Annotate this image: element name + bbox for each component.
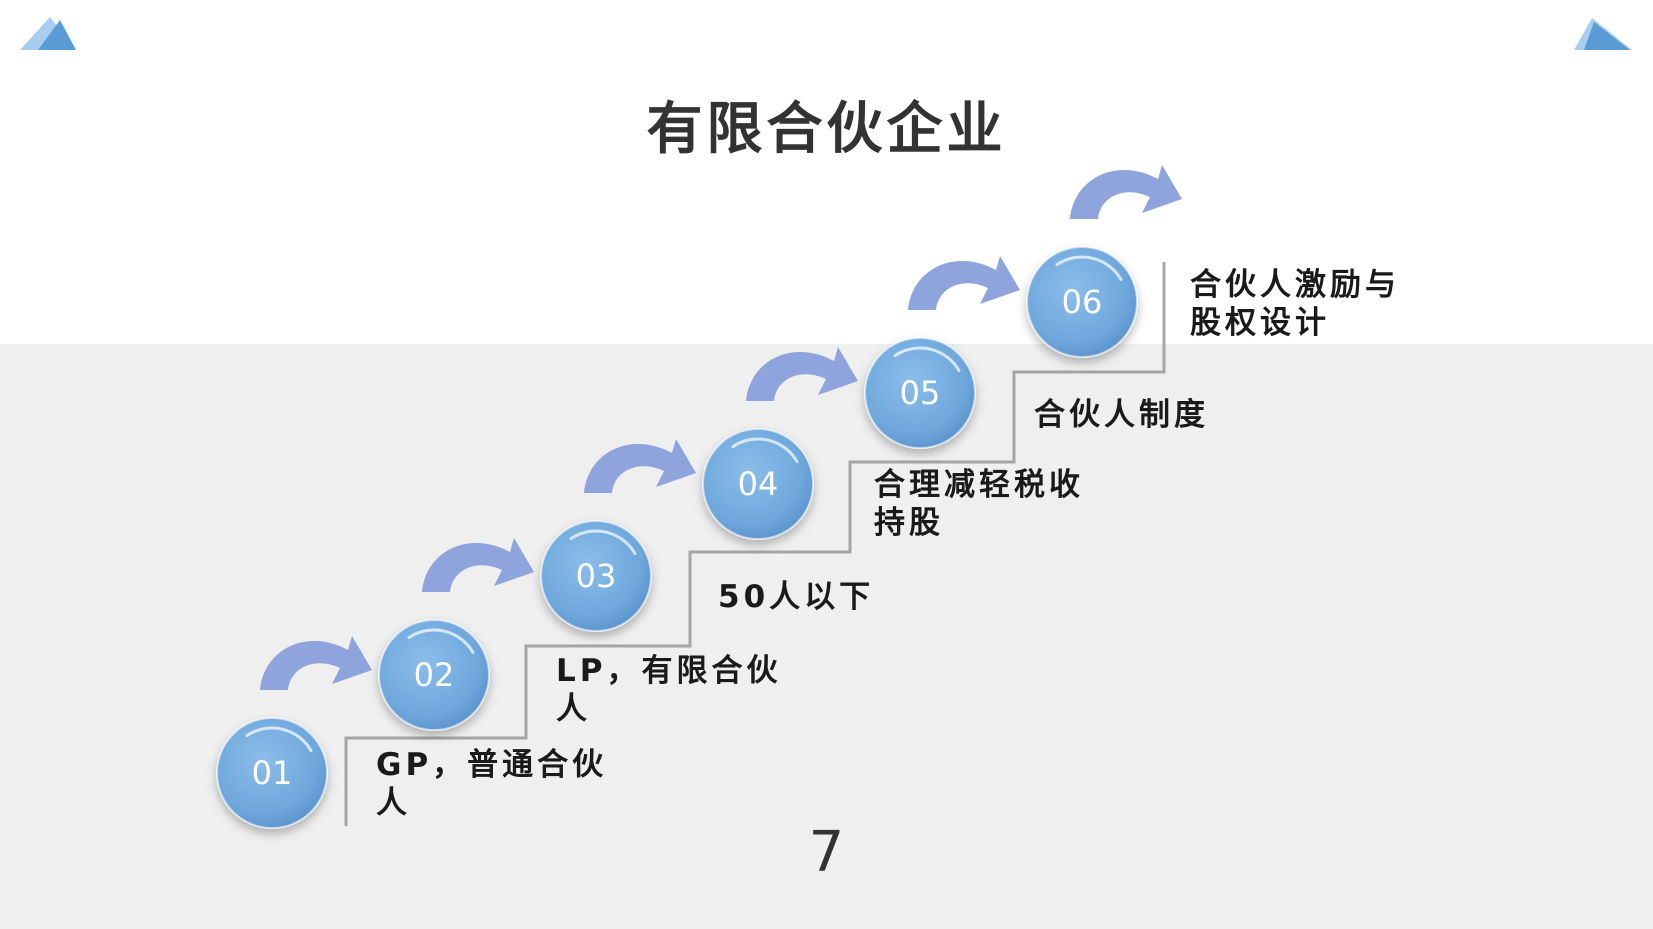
page-title: 有限合伙企业 <box>646 97 1007 162</box>
step-label: 合伙人制度 <box>1034 397 1209 433</box>
step-circle <box>216 717 328 829</box>
curved-arrow-icon <box>422 538 534 592</box>
arrows <box>260 165 1182 690</box>
curved-arrow-icon <box>584 439 696 493</box>
step-label: 合理减轻税收持股 <box>874 467 1084 541</box>
curved-arrow-icon <box>260 636 372 690</box>
step-circle <box>702 428 814 540</box>
page-number: 7 <box>808 820 845 885</box>
step-circle <box>864 337 976 449</box>
step-circle <box>378 619 490 731</box>
step-number: 03 <box>575 557 617 595</box>
step-number: 06 <box>1061 283 1103 321</box>
step-label: 50人以下 <box>718 579 875 615</box>
curved-arrow-icon <box>908 256 1020 310</box>
step-number: 05 <box>899 374 941 412</box>
step-circle <box>1026 246 1138 358</box>
curved-arrow-icon <box>1070 165 1182 219</box>
step-number: 02 <box>413 656 455 694</box>
step-label: GP，普通合伙人 <box>376 747 608 821</box>
corner-triangle-icon-left <box>20 17 76 50</box>
step-number: 01 <box>251 754 293 792</box>
step-label: LP，有限合伙人 <box>556 653 782 727</box>
stair-line <box>344 262 1166 826</box>
corner-triangle-icon-right <box>1574 18 1632 50</box>
step-number: 04 <box>737 465 779 503</box>
stair-line-path <box>344 262 1166 826</box>
circles <box>216 246 1138 829</box>
step-label: 合伙人激励与股权设计 <box>1190 267 1400 341</box>
step-circle <box>540 520 652 632</box>
curved-arrow-icon <box>746 347 858 401</box>
background-band <box>0 344 1653 929</box>
